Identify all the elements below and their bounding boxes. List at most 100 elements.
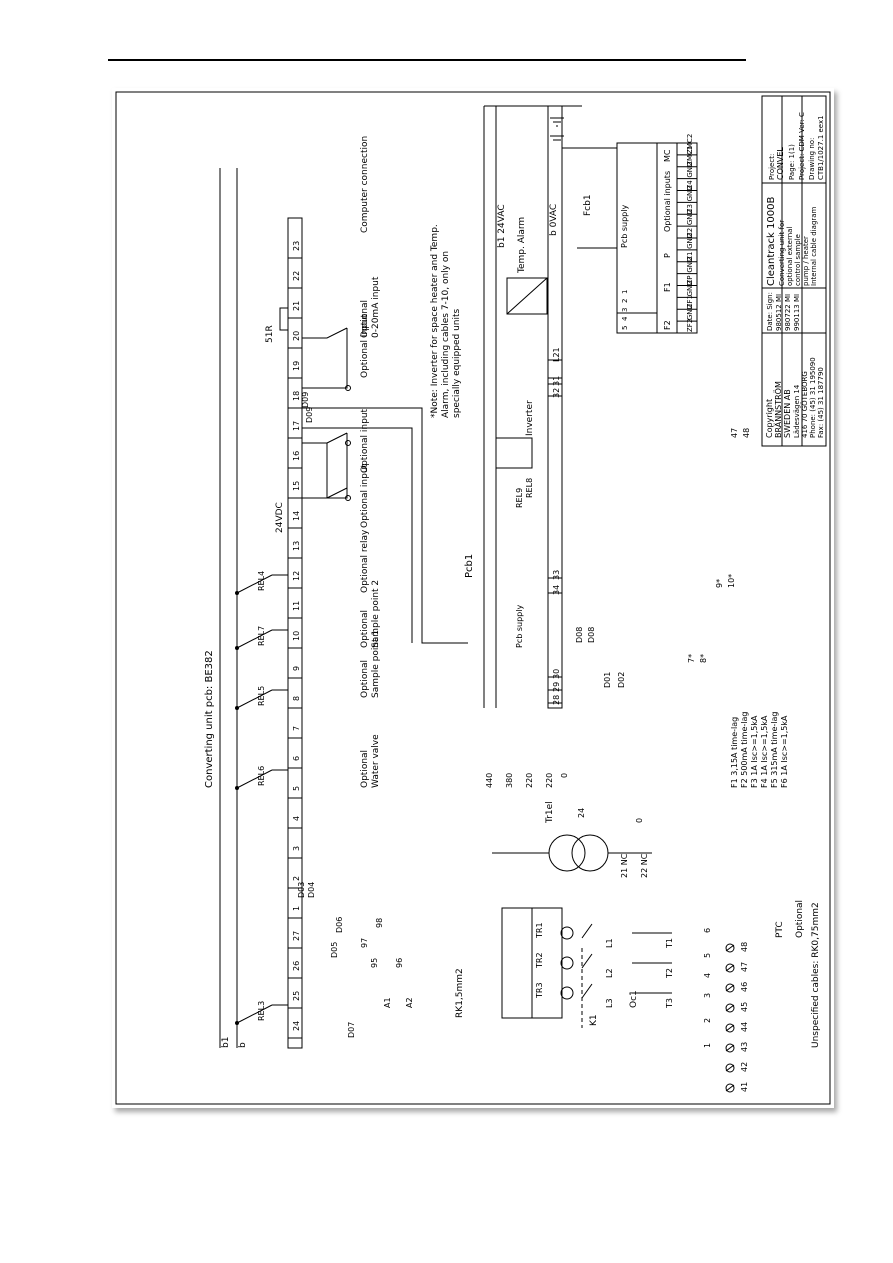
terminal-33: 33 bbox=[552, 570, 561, 580]
wire-number: 6 bbox=[703, 928, 712, 933]
contactor-label: A2 bbox=[405, 997, 414, 1008]
transformer bbox=[492, 834, 652, 872]
wire-d09 bbox=[302, 407, 468, 644]
contactor-label: L2 bbox=[605, 968, 614, 978]
24vdc-label: 24VDC bbox=[275, 502, 285, 533]
tap-label: 24 bbox=[577, 808, 586, 818]
mains-terminal-45: 45 bbox=[740, 1002, 749, 1012]
tap-label: 380 bbox=[505, 773, 514, 788]
signal-d01: D01 bbox=[603, 672, 612, 688]
mains-terminal bbox=[725, 1043, 735, 1053]
contactor-label: 96 bbox=[395, 958, 404, 968]
note-block: *Note: Inverter for space heater and Tem… bbox=[430, 224, 462, 418]
function-label: Computer connection bbox=[360, 136, 370, 233]
terminal-29: 29 bbox=[552, 682, 561, 692]
wire-number: 2 bbox=[703, 1018, 712, 1023]
date-1: 980512 MI bbox=[775, 294, 783, 331]
terminal-1: 1 bbox=[292, 906, 301, 911]
function-label-text: Optional input bbox=[360, 313, 370, 378]
wire-number: 47 bbox=[730, 428, 739, 438]
pcb-supply-label-2: Pcb supply bbox=[620, 205, 629, 248]
terminal-17: 17 bbox=[292, 421, 301, 431]
signal-d09: D09 bbox=[305, 407, 314, 423]
function-label: OptionalSample point 1 bbox=[360, 630, 381, 698]
conn-num-2: 2 bbox=[621, 299, 629, 303]
conn-pin-z1: Z1 bbox=[686, 252, 694, 261]
function-label: OptionalSample point 2 bbox=[360, 580, 381, 648]
unspecified-cables: Unspecified cables: RK0,75mm2 bbox=[811, 902, 821, 1048]
page-number: Page: 1(1) bbox=[788, 144, 796, 180]
terminal-16: 16 bbox=[292, 451, 301, 461]
function-label: Optional input bbox=[360, 313, 370, 378]
wire-number: 8* bbox=[699, 654, 708, 663]
0vac-label: b 0VAC bbox=[549, 204, 559, 236]
conn-pin-gnd: GND bbox=[686, 162, 694, 178]
terminal-15: 15 bbox=[292, 481, 301, 491]
contactor-label: TR2 bbox=[535, 952, 544, 969]
contactor-label: TR1 bbox=[535, 922, 544, 939]
wiring-diagram: Copyright BRÄNNSTRÖM SWEDEN AB Lädesväge… bbox=[115, 91, 831, 1105]
oc1-label: Oc1 bbox=[629, 990, 639, 1008]
copyright-line-5: 416 70 GÖTEBORG bbox=[800, 371, 809, 438]
conn-head-f1: F1 bbox=[663, 282, 672, 292]
board-title: Converting unit pcb: BE382 bbox=[204, 650, 215, 788]
wire-number: 10* bbox=[727, 574, 736, 588]
terminal-8: 8 bbox=[292, 696, 301, 701]
function-label-text: Optional input bbox=[360, 408, 370, 473]
conn-pin-gnd: GND bbox=[686, 233, 694, 249]
copyright-line-3: SWEDEN AB bbox=[783, 389, 792, 438]
mains-terminal bbox=[725, 1083, 735, 1093]
title-line-3: optional external bbox=[786, 227, 794, 286]
terminal-23: 23 bbox=[292, 241, 301, 251]
fuse-item: F4 1A Isc>=1,5kA bbox=[760, 715, 769, 788]
contactor-label: L3 bbox=[605, 998, 614, 1008]
conn-num-5: 5 bbox=[621, 326, 629, 330]
contactor-label: 97 bbox=[360, 938, 369, 948]
title-line-2: Converting unit for bbox=[778, 220, 786, 286]
conn-pin-zmc1: ZMC1 bbox=[686, 146, 694, 166]
mains-terminal bbox=[725, 963, 735, 973]
conn-pin-gnd: GND bbox=[686, 280, 694, 296]
contactor-label: T3 bbox=[665, 998, 674, 1009]
pcb1-label: Pcb1 bbox=[464, 554, 475, 578]
copyright-line-1: Copyright bbox=[765, 399, 774, 438]
terminal-strip-main bbox=[287, 217, 303, 1049]
terminal-31: 31 bbox=[552, 376, 561, 386]
conn-pin-zf2: ZF2 bbox=[686, 319, 694, 332]
signal-d09: D09 bbox=[301, 392, 310, 408]
tap-label: 440 bbox=[485, 773, 494, 788]
terminal-14: 14 bbox=[292, 511, 301, 521]
title-line-4: control sample bbox=[794, 234, 802, 286]
function-label-text: OptionalSample point 1 bbox=[360, 630, 381, 698]
terminal-4: 4 bbox=[292, 816, 301, 821]
function-label: Optional relay bbox=[360, 529, 370, 593]
resistor-51r bbox=[279, 307, 289, 331]
fuse-item: F2 500mA time-lag bbox=[740, 712, 749, 788]
terminal-6: 6 bbox=[292, 756, 301, 761]
conn-pin-gnd: GND bbox=[686, 185, 694, 201]
transformer-label: Tr1el bbox=[545, 801, 555, 824]
signal-d08: D08 bbox=[575, 627, 584, 643]
contactor-label: A1 bbox=[383, 997, 392, 1008]
relay-node bbox=[235, 591, 239, 595]
rail-b1-label: b1 bbox=[221, 1037, 231, 1048]
terminal-5: 5 bbox=[292, 786, 301, 791]
drawing-title: Cleantrack 1000B bbox=[766, 197, 777, 286]
relay-contact bbox=[236, 769, 273, 789]
signal-d08: D08 bbox=[587, 627, 596, 643]
contactor-label: 95 bbox=[370, 958, 379, 968]
relay-rel5: REL5 bbox=[257, 686, 266, 706]
wire-number: 7* bbox=[687, 654, 696, 663]
relay-contact bbox=[236, 574, 273, 594]
fuse-item: F6 1A Isc>=1,5kA bbox=[780, 715, 789, 788]
conn-head-optional: Optional inputs bbox=[663, 171, 672, 232]
date-2: 980722 MI bbox=[784, 294, 792, 331]
conn-head-mc: MC bbox=[663, 149, 672, 162]
copyright-line-2: BRÄNNSTRÖM bbox=[773, 381, 783, 438]
relay-contact bbox=[236, 629, 273, 649]
function-label-text: OptionalSample point 2 bbox=[360, 580, 381, 648]
terminal-11: 11 bbox=[292, 601, 301, 611]
mains-terminal bbox=[725, 1003, 735, 1013]
inverter-box bbox=[495, 437, 533, 469]
signal-d04: D04 bbox=[307, 882, 316, 898]
